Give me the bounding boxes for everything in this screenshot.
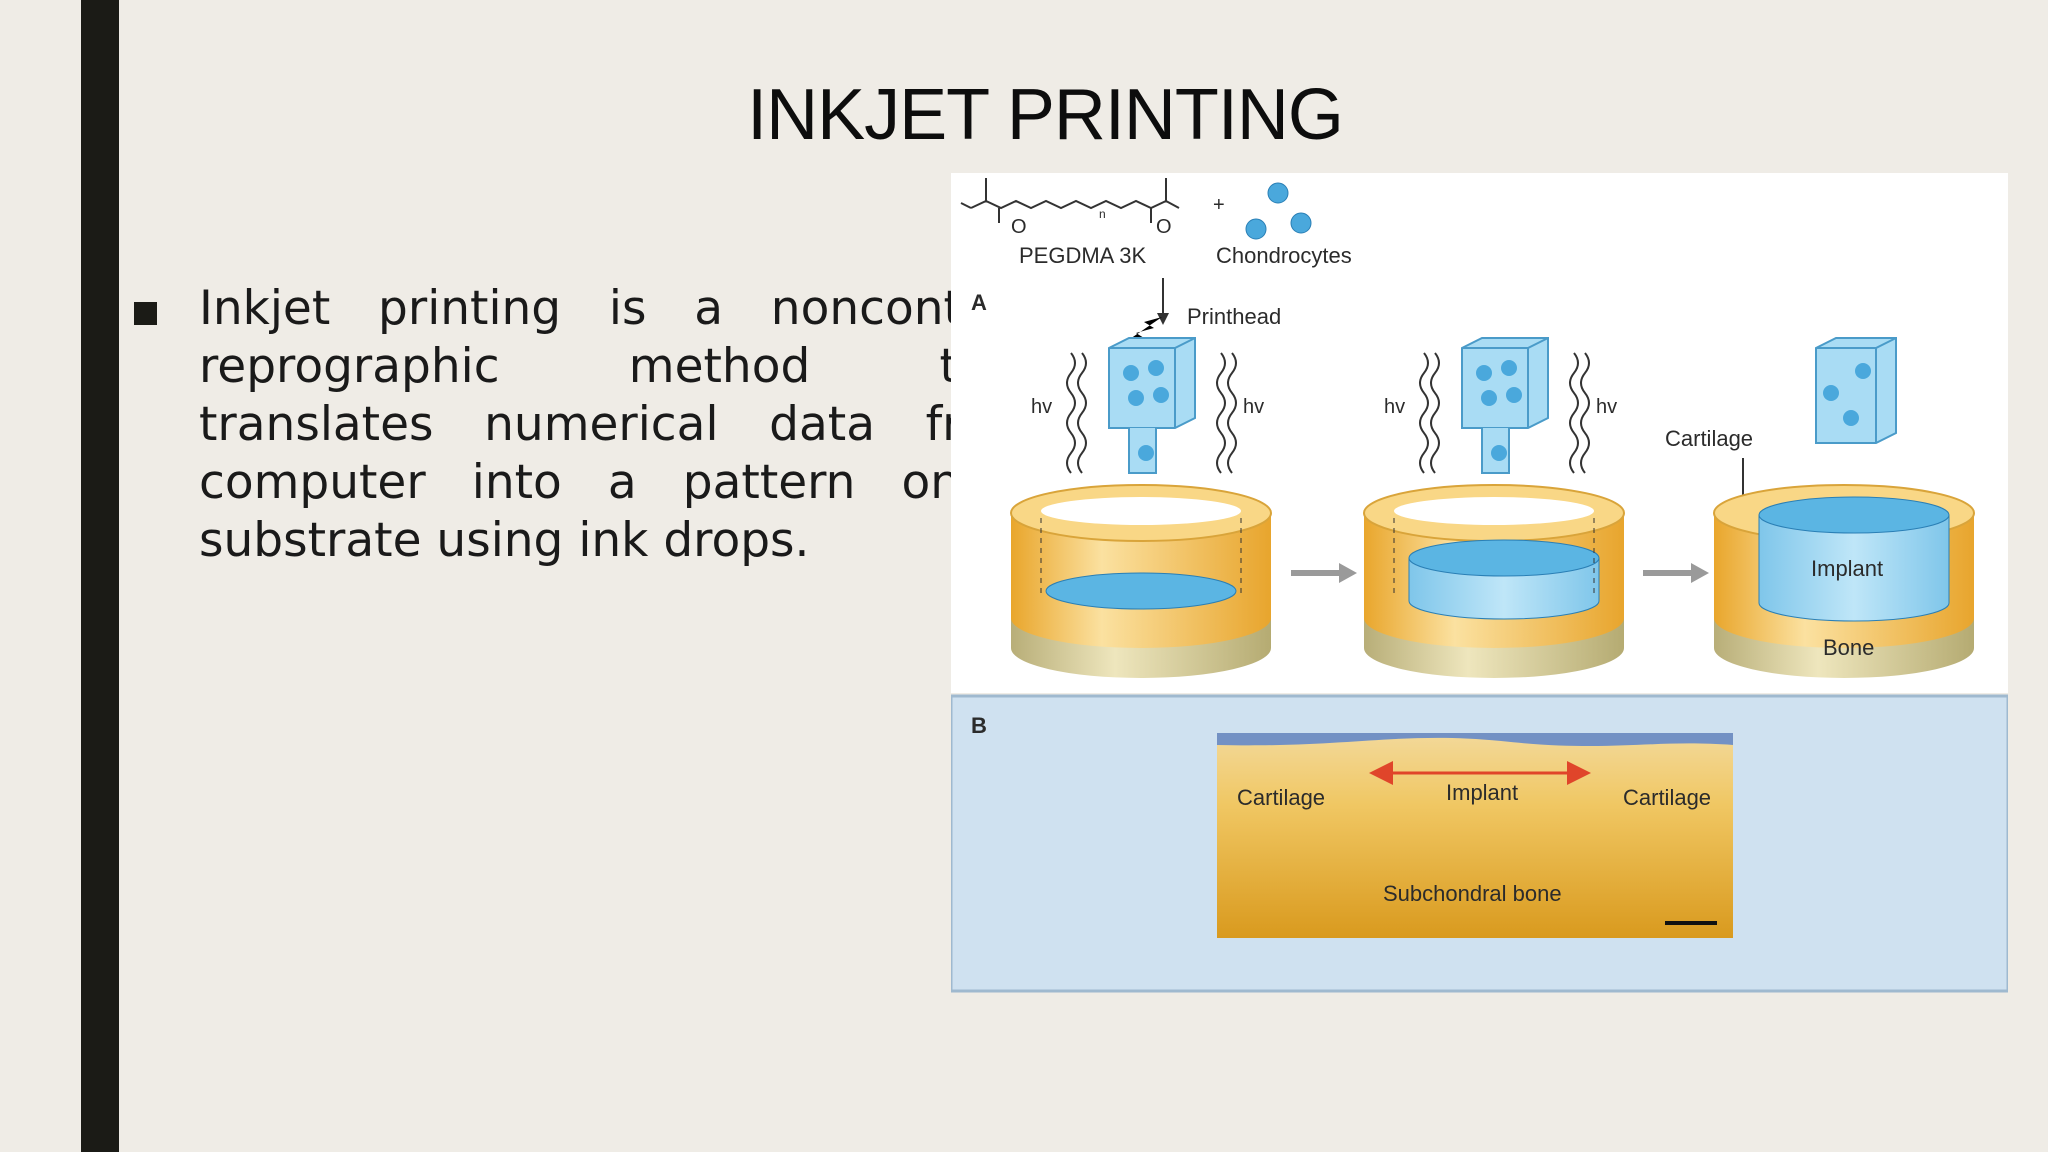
light-label-1b: hv [1243, 396, 1264, 418]
tissue-photo [1217, 733, 1733, 938]
plus-sign: + [1213, 194, 1225, 216]
stage-3-diagram: Cartilage Implant Bone [1665, 337, 1975, 678]
process-arrow-icon-1 [1291, 563, 1357, 583]
oxygen-label-right: O [1156, 216, 1172, 238]
pegdma-label: PEGDMA 3K [1019, 243, 1146, 268]
stage-1-diagram: hv hv [1010, 317, 1272, 678]
light-label-2a: hv [1384, 396, 1405, 418]
light-label-1a: hv [1031, 396, 1052, 418]
oxygen-label-left: O [1011, 216, 1027, 238]
cartilage-label-a: Cartilage [1665, 426, 1753, 451]
panel-b-letter: B [971, 713, 987, 738]
cartilage-right-label: Cartilage [1623, 785, 1711, 810]
implant-label-a: Implant [1811, 556, 1883, 581]
sidebar-accent-bar [81, 0, 119, 1152]
square-bullet-icon [134, 302, 157, 325]
panel-a-letter: A [971, 290, 987, 315]
inkjet-figure: O O n + PEGDMA 3K Chondrocytes A Printhe… [951, 173, 2008, 993]
subchondral-bone-label: Subchondral bone [1383, 881, 1562, 906]
implant-label-b: Implant [1446, 780, 1518, 805]
stage-2-diagram: hv hv [1363, 337, 1625, 678]
chondrocytes-label: Chondrocytes [1216, 243, 1352, 268]
process-arrow-icon-2 [1643, 563, 1709, 583]
chondrocyte-cells-icon [1245, 182, 1312, 240]
light-label-2b: hv [1596, 396, 1617, 418]
bullet-text: Inkjet printing is a noncontact reprogra… [199, 281, 1035, 568]
bone-label-a: Bone [1823, 635, 1874, 660]
cartilage-left-label: Cartilage [1237, 785, 1325, 810]
pegdma-molecule-icon [960, 178, 1180, 223]
subscript-n: n [1099, 207, 1106, 221]
printhead-label: Printhead [1187, 304, 1281, 329]
printhead-arrow-icon [1157, 278, 1169, 325]
slide-title: INKJET PRINTING [747, 75, 1344, 155]
